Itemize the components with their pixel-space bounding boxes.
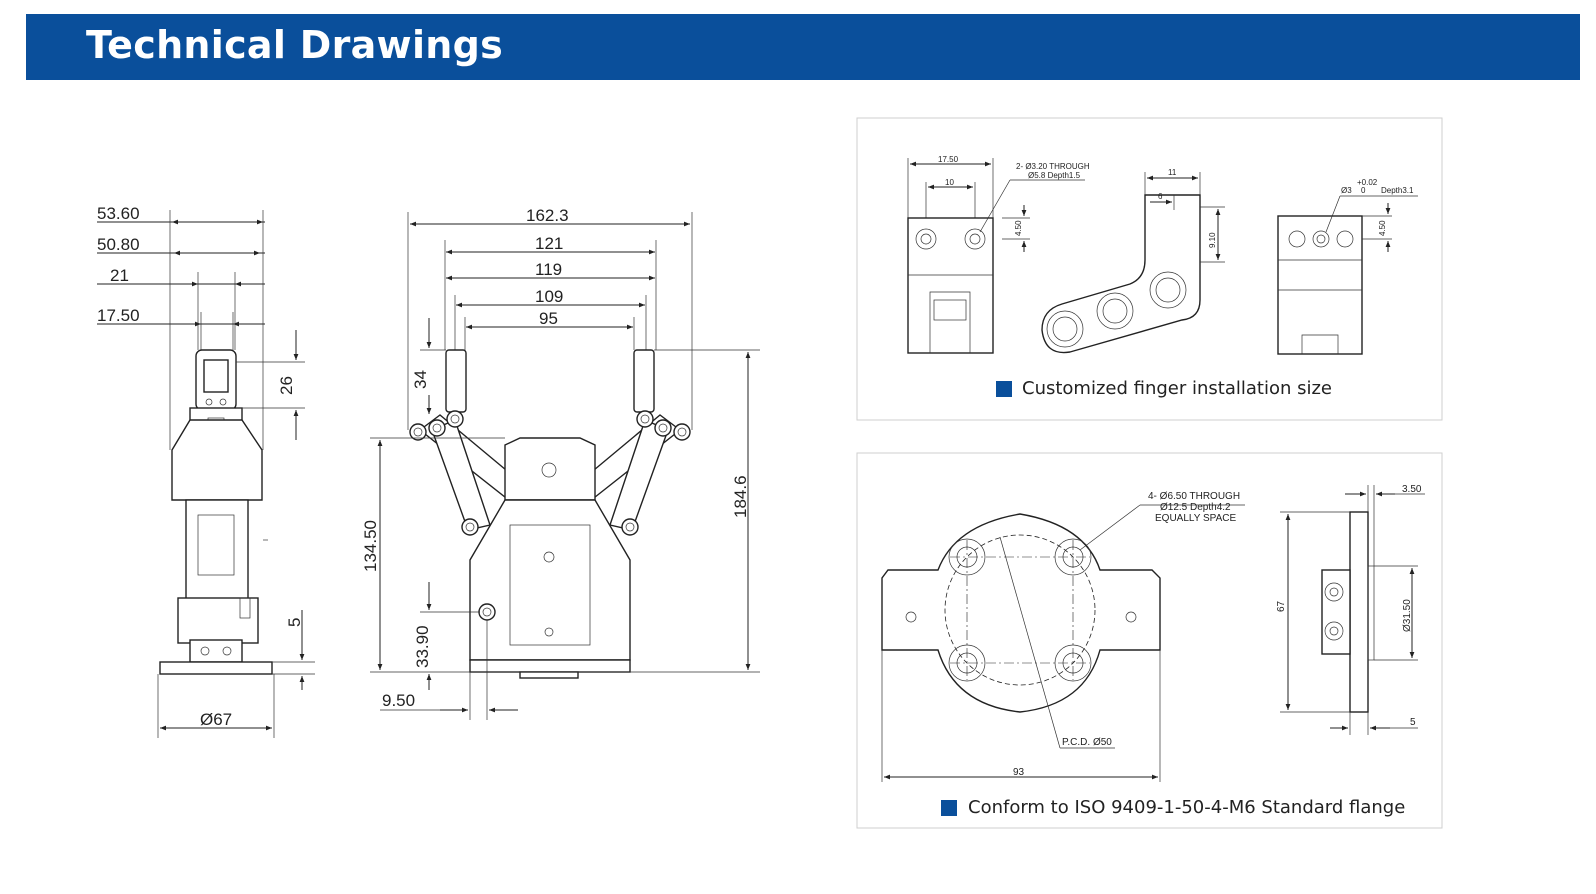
svg-text:93: 93 (1013, 767, 1025, 778)
svg-text:Ø31.50: Ø31.50 (1402, 599, 1413, 632)
svg-text:Ø5.8 Depth1.5: Ø5.8 Depth1.5 (1028, 171, 1081, 180)
svg-text:4- Ø6.50 THROUGH: 4- Ø6.50 THROUGH (1148, 491, 1240, 502)
flange-legend-square (941, 800, 957, 816)
svg-text:EQUALLY SPACE: EQUALLY SPACE (1155, 513, 1236, 524)
dim-50-80: 50.80 (97, 235, 140, 254)
flange-drawing-side (1280, 485, 1425, 735)
dim-9-50: 9.50 (382, 691, 415, 710)
dim-33-90: 33.90 (413, 625, 432, 668)
dim-184-6: 184.6 (731, 475, 750, 518)
finger-legend-square (996, 381, 1012, 397)
finger-drawing-middle (1041, 172, 1225, 354)
dim-17-50: 17.50 (97, 306, 140, 325)
finger-drawing-right (1277, 195, 1418, 355)
svg-text:P.C.D. Ø50: P.C.D. Ø50 (1062, 737, 1112, 748)
finger-labels: 17.50 10 2- Ø3.20 THROUGH Ø5.8 Depth1.5 … (938, 155, 1414, 248)
svg-text:Ø3: Ø3 (1341, 186, 1352, 195)
dim-119: 119 (535, 260, 562, 279)
finger-caption: Customized finger installation size (1022, 378, 1332, 399)
side-view-drawing (97, 210, 315, 738)
header-banner: Technical Drawings (26, 14, 1580, 80)
svg-text:10: 10 (945, 178, 954, 187)
dim-53-60: 53.60 (97, 204, 140, 223)
dim-26: 26 (277, 376, 296, 395)
dim-5: 5 (285, 618, 304, 627)
flange-drawing-front (881, 504, 1245, 782)
svg-text:Ø12.5 Depth4.2: Ø12.5 Depth4.2 (1160, 502, 1231, 513)
svg-text:4.50: 4.50 (1378, 220, 1387, 236)
dim-162-3: 162.3 (526, 206, 569, 225)
svg-text:2- Ø3.20 THROUGH: 2- Ø3.20 THROUGH (1016, 162, 1090, 171)
svg-text:11: 11 (1168, 168, 1177, 177)
side-view-dimensions: 53.60 50.80 21 17.50 26 5 Ø67 (97, 204, 304, 729)
svg-text:+0.02: +0.02 (1357, 178, 1378, 187)
svg-text:3.50: 3.50 (1402, 484, 1422, 495)
dim-phi-67: Ø67 (200, 710, 232, 729)
page-title: Technical Drawings (86, 23, 504, 67)
dim-121: 121 (535, 234, 563, 253)
dim-109: 109 (535, 287, 563, 306)
flange-caption: Conform to ISO 9409-1-50-4-M6 Standard f… (968, 797, 1405, 818)
svg-text:5: 5 (1410, 717, 1416, 728)
svg-text:0: 0 (1361, 186, 1366, 195)
svg-text:17.50: 17.50 (938, 155, 959, 164)
svg-text:67: 67 (1276, 600, 1287, 612)
finger-drawing-left (907, 158, 1085, 354)
dim-21: 21 (110, 266, 129, 285)
dim-134-50: 134.50 (361, 520, 380, 572)
svg-text:Depth3.1: Depth3.1 (1381, 186, 1414, 195)
front-view-dimensions: 162.3 121 119 109 95 34 134.50 184.6 33.… (361, 206, 750, 710)
flange-labels: 4- Ø6.50 THROUGH Ø12.5 Depth4.2 EQUALLY … (1013, 484, 1422, 778)
svg-text:4.50: 4.50 (1014, 220, 1023, 236)
dim-34: 34 (411, 370, 430, 389)
svg-text:6: 6 (1158, 192, 1163, 201)
front-view-drawing (370, 212, 760, 720)
dim-95: 95 (539, 309, 558, 328)
svg-text:9.10: 9.10 (1208, 232, 1217, 248)
